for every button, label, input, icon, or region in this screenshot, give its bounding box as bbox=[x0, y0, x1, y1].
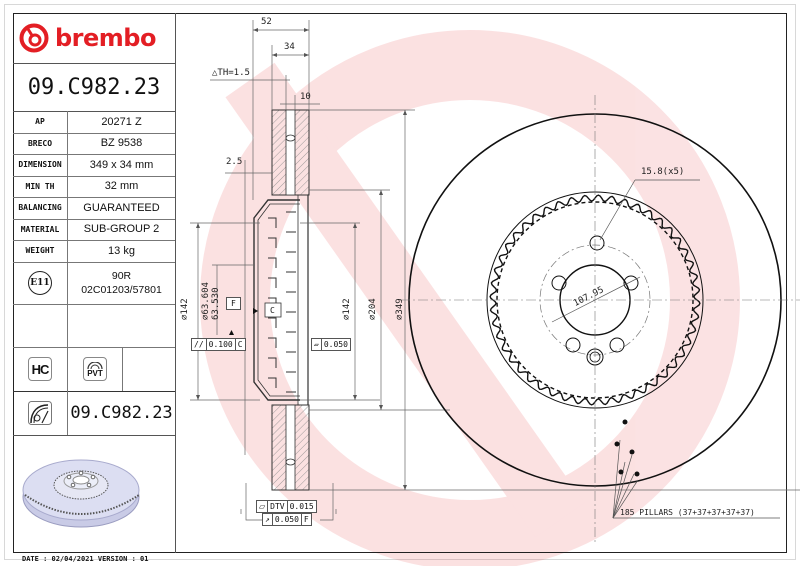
spec-value: SUB-GROUP 2 bbox=[83, 223, 160, 236]
page-border bbox=[4, 4, 796, 560]
spec-row-material: MATERIAL SUB-GROUP 2 bbox=[13, 218, 175, 241]
spec-value: 13 kg bbox=[108, 244, 135, 257]
spec-key: BRECO bbox=[13, 132, 68, 154]
spec-value: 349 x 34 mm bbox=[89, 158, 154, 171]
spec-key: DIMENSION bbox=[13, 154, 68, 176]
dim-overall-width: 52 bbox=[261, 17, 272, 27]
spec-key: MIN TH bbox=[13, 175, 68, 197]
spec-row-breco: BRECO BZ 9538 bbox=[13, 132, 175, 155]
disc-pad-icon bbox=[28, 401, 52, 425]
parallelism-tolerance: // 0.100 C bbox=[191, 338, 246, 351]
brand-name: brembo bbox=[55, 24, 156, 52]
spec-key: AP bbox=[13, 111, 68, 133]
spec-row-min-th: MIN TH 32 mm bbox=[13, 175, 175, 198]
empty-row bbox=[13, 304, 175, 348]
dim-vent: 10 bbox=[300, 92, 311, 102]
datum-c: C bbox=[270, 306, 275, 315]
spec-value: BZ 9538 bbox=[100, 137, 143, 150]
footer-date-version: DATE : 02/04/2021 VERSION : 01 bbox=[22, 555, 149, 563]
dim-thickness: 34 bbox=[284, 42, 295, 52]
feature-icons-row: HC PVT bbox=[13, 347, 175, 392]
spec-row-balancing: BALANCING GUARANTEED bbox=[13, 197, 175, 220]
spec-value: 32 mm bbox=[104, 180, 139, 193]
dim-bore-max: ⌀63.604 bbox=[201, 282, 211, 320]
drawing-frame bbox=[13, 13, 787, 553]
spec-key: WEIGHT bbox=[13, 240, 68, 262]
dim-d142-left: ⌀142 bbox=[180, 298, 190, 320]
spec-row-ap: AP 20271 Z bbox=[13, 111, 175, 134]
spec-value: 20271 Z bbox=[101, 115, 142, 128]
spec-row-dimension: DIMENSION 349 x 34 mm bbox=[13, 154, 175, 177]
approval-regulation: 90R bbox=[111, 269, 132, 282]
reference-part-number: 09.C982.23 bbox=[70, 403, 173, 423]
part-number: 09.C982.23 bbox=[13, 63, 175, 112]
runout-tolerance: ↗ 0.050 F bbox=[262, 513, 312, 526]
dim-delta-th: △TH=1.5 bbox=[212, 68, 250, 78]
flatness-tolerance: ▱ 0.050 bbox=[311, 338, 351, 351]
brembo-logo-icon bbox=[19, 23, 49, 53]
brand-logo: brembo bbox=[13, 13, 175, 64]
spec-value: GUARANTEED bbox=[83, 201, 160, 214]
dim-hole-diameter: 15.8(x5) bbox=[641, 167, 685, 177]
spec-row-weight: WEIGHT 13 kg bbox=[13, 240, 175, 263]
dim-d349: ⌀349 bbox=[395, 298, 405, 320]
pvt-icon: PVT bbox=[83, 357, 107, 381]
spec-key: MATERIAL bbox=[13, 218, 68, 240]
section-view bbox=[253, 109, 310, 491]
spec-key: BALANCING bbox=[13, 197, 68, 219]
dim-d204: ⌀204 bbox=[368, 298, 378, 320]
disc-3d-render bbox=[13, 435, 175, 553]
datum-f: F bbox=[226, 297, 241, 310]
spec-table: brembo 09.C982.23 AP 20271 Z BRECO BZ 95… bbox=[13, 13, 176, 553]
approval-row: E11 90R 02C01203/57801 bbox=[13, 261, 175, 305]
hc-icon: HC bbox=[28, 357, 52, 381]
e11-approval-icon: E11 bbox=[28, 270, 52, 295]
dim-offset: 2.5 bbox=[226, 157, 243, 167]
dim-d142-right: ⌀142 bbox=[342, 298, 352, 320]
reference-row: 09.C982.23 bbox=[13, 391, 175, 436]
approval-number: 02C01203/57801 bbox=[81, 283, 162, 296]
pillars-note: 185 PILLARS (37+37+37+37+37) bbox=[620, 508, 755, 517]
dtv-tolerance: ⏥ DTV 0.015 bbox=[256, 500, 317, 513]
dim-bore-min: 63.530 bbox=[211, 287, 221, 320]
